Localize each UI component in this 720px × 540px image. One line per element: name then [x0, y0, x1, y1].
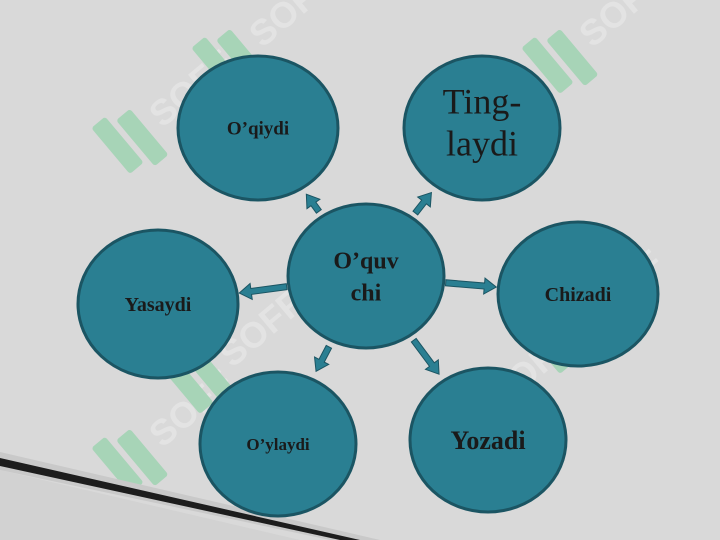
node-yasaydi: Yasaydi — [76, 228, 240, 380]
node-oqiydi-circle — [176, 54, 340, 202]
node-tinglaydi-circle — [402, 54, 562, 202]
arrow-to-oylaydi — [313, 344, 333, 373]
center-node: O’quv chi — [286, 202, 446, 350]
center-node-label: O’quv — [333, 248, 398, 274]
node-oylaydi-label: O’ylaydi — [246, 435, 310, 454]
center-node-circle — [286, 202, 446, 350]
center-node-label: chi — [351, 280, 382, 306]
node-yozadi-label: Yozadi — [450, 426, 525, 455]
node-oylaydi: O’ylaydi — [198, 370, 358, 518]
node-yozadi-circle — [408, 366, 568, 514]
arrow-to-yozadi — [410, 337, 440, 375]
watermark-text: SOFF — [241, 0, 341, 55]
node-tinglaydi-label: Ting- — [443, 82, 522, 122]
node-yozadi: Yozadi — [408, 366, 568, 514]
node-chizadi-circle — [496, 220, 660, 368]
watermark-text: SOFF — [571, 0, 671, 55]
node-oqiydi-label: O’qiydi — [227, 119, 289, 140]
node-tinglaydi: Ting-laydi — [402, 54, 562, 202]
decorative-stripe — [0, 452, 380, 540]
node-tinglaydi-label: laydi — [446, 124, 518, 164]
node-chizadi: Chizadi — [496, 220, 660, 368]
arrow-to-oqiydi — [305, 193, 322, 214]
arrow-to-tinglaydi — [412, 191, 432, 216]
node-yasaydi-label: Yasaydi — [125, 294, 192, 316]
arrow-layer — [238, 191, 498, 375]
arrow-to-chizadi — [444, 277, 498, 295]
node-oqiydi: O’qiydi — [176, 54, 340, 202]
node-yasaydi-circle — [76, 228, 240, 380]
node-chizadi-label: Chizadi — [545, 284, 612, 306]
node-oylaydi-circle — [198, 370, 358, 518]
arrow-to-yasaydi — [238, 282, 288, 301]
